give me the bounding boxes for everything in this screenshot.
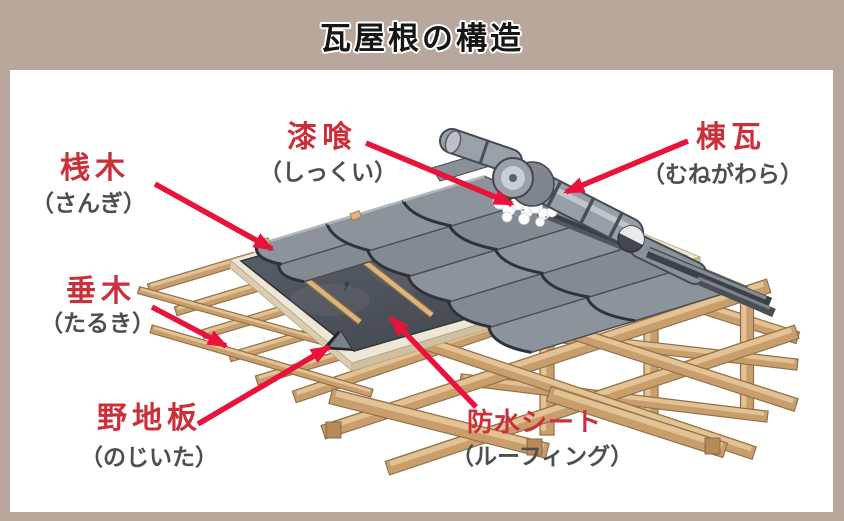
- label-bousui-term: 防水シート: [467, 407, 603, 437]
- ridge-end-ornament: [439, 128, 523, 174]
- callout-arrows: [150, 138, 690, 427]
- arrow-nojiita: [196, 344, 332, 427]
- label-sangi-term: 桟木: [60, 152, 130, 185]
- label-shikkui-term: 漆喰: [287, 121, 357, 154]
- wood-frame: [136, 251, 801, 476]
- batten-end: [349, 209, 363, 222]
- label-munegawara-reading: （むねがわら）: [642, 161, 803, 187]
- label-bousui-reading: （ルーフィング）: [451, 443, 634, 469]
- sheet-nail: [344, 281, 350, 287]
- label-shikkui-reading: （しっくい）: [259, 159, 397, 185]
- arrow-munegawara: [563, 138, 690, 195]
- ridge-assembly: [258, 128, 776, 318]
- label-nojiita-reading: （のじいた）: [80, 444, 218, 470]
- arrow-bousui-sheet: [388, 315, 478, 409]
- page-title: 瓦屋根の構造: [320, 21, 524, 56]
- label-nojiita-term: 野地板: [97, 402, 202, 435]
- sheet-curl: [327, 330, 353, 350]
- label-taruki-reading: （たるき）: [40, 310, 155, 336]
- arrow-sangi: [153, 181, 275, 252]
- arrow-shikkui: [364, 140, 515, 207]
- arrow-taruki: [150, 304, 229, 349]
- label-taruki-term: 垂木: [66, 275, 136, 308]
- label-sangi-reading: （さんぎ）: [31, 190, 146, 216]
- label-munegawara-term: 棟瓦: [696, 121, 766, 154]
